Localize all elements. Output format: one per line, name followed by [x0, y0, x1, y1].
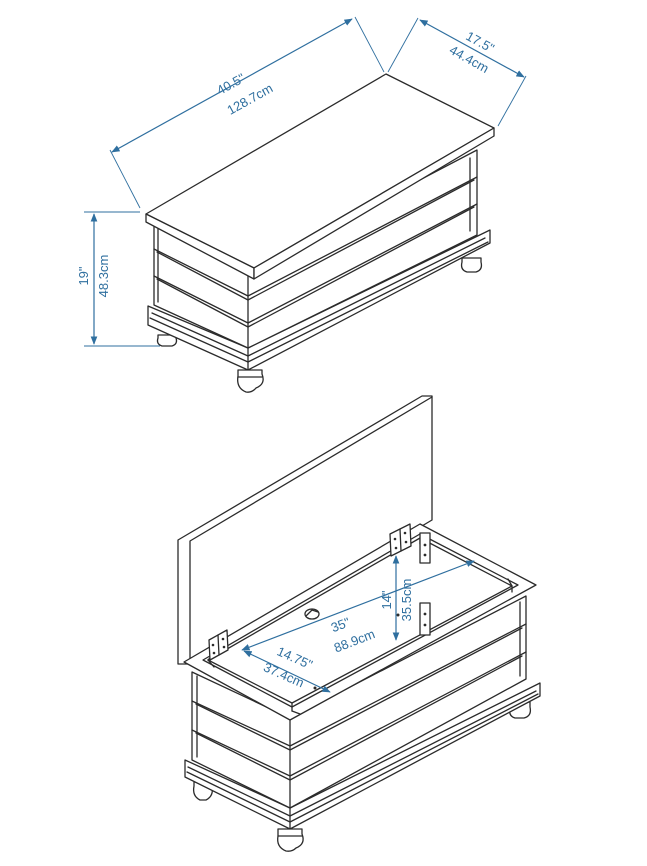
dim-top-height: 19" 48.3cm: [76, 211, 160, 347]
dim-inner-height: 14" 35.5cm: [379, 555, 414, 641]
lid-stay-upper-icon: [419, 532, 431, 564]
closed-foot-right: [460, 257, 483, 273]
closed-body: [153, 149, 478, 349]
closed-foot-left: [156, 334, 178, 347]
open-chest: [177, 395, 541, 852]
top-height-cm-label: 48.3cm: [96, 255, 111, 298]
closed-chest: [145, 73, 495, 393]
inner-height-in-label: 14": [379, 590, 394, 609]
inner-height-cm-label: 35.5cm: [399, 579, 414, 622]
inner-length-in-label: 35": [329, 614, 353, 635]
open-foot-front: [277, 828, 304, 852]
lid-stay-lower-icon: [419, 602, 431, 636]
closed-base: [147, 229, 491, 371]
closed-lid: [145, 73, 495, 280]
closed-foot-front: [237, 369, 264, 393]
hinge-left-icon: [208, 629, 229, 661]
top-height-in-label: 19": [76, 266, 91, 285]
hinge-right-icon: [389, 523, 412, 557]
